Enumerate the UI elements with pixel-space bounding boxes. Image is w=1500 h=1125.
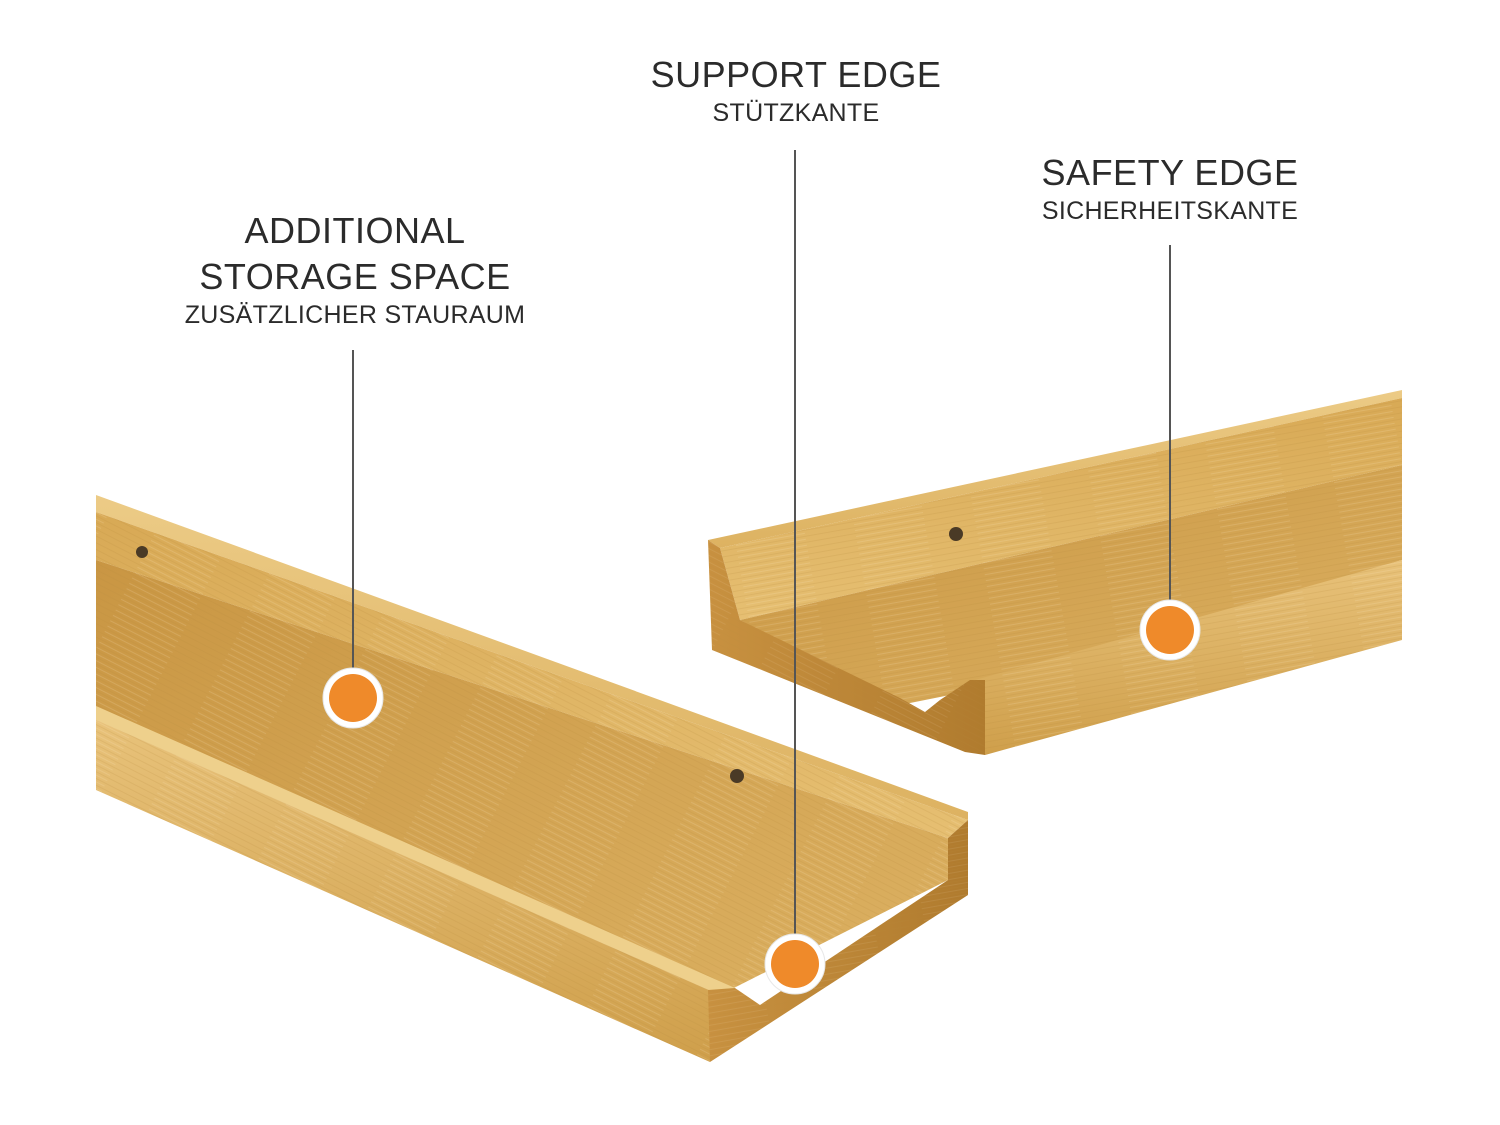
marker-storage — [322, 667, 384, 729]
screw-icon — [730, 769, 744, 783]
left-shelf-top-edge — [96, 495, 968, 820]
marker-support — [764, 933, 826, 995]
left-shelf-front-lip-top — [96, 706, 735, 995]
label-support-en: SUPPORT EDGE — [650, 54, 942, 95]
label-safety-en: SAFETY EDGE — [1041, 152, 1299, 193]
label-storage-en: ADDITIONAL STORAGE SPACE — [199, 210, 511, 297]
left-shelf — [96, 495, 968, 1062]
right-shelf-top-edge — [708, 390, 1402, 548]
label-support-edge: SUPPORT EDGE STÜTZKANTE — [596, 52, 996, 128]
label-storage-de: ZUSÄTZLICHER STAURAUM — [184, 301, 526, 329]
label-additional-storage: ADDITIONAL STORAGE SPACE ZUSÄTZLICHER ST… — [130, 208, 580, 330]
screw-icon — [949, 527, 963, 541]
label-safety-de: SICHERHEITSKANTE — [1041, 197, 1299, 225]
label-support-de: STÜTZKANTE — [712, 99, 880, 127]
marker-safety — [1139, 599, 1201, 661]
label-safety-edge: SAFETY EDGE SICHERHEITSKANTE — [970, 150, 1370, 226]
screw-icon — [136, 546, 148, 558]
right-shelf — [708, 390, 1402, 755]
